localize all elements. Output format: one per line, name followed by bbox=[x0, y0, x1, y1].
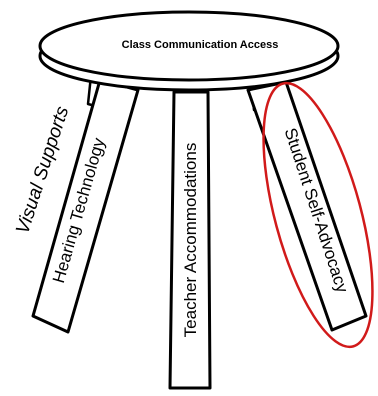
stool-seat: Class Communication Access bbox=[38, 10, 340, 92]
seat-label: Class Communication Access bbox=[122, 39, 279, 51]
leg-label-teacher-accommodations: Teacher Accommodations bbox=[181, 143, 200, 338]
leg-teacher-accommodations: Teacher Accommodations bbox=[168, 90, 212, 390]
highlight-ellipse bbox=[262, 81, 374, 349]
